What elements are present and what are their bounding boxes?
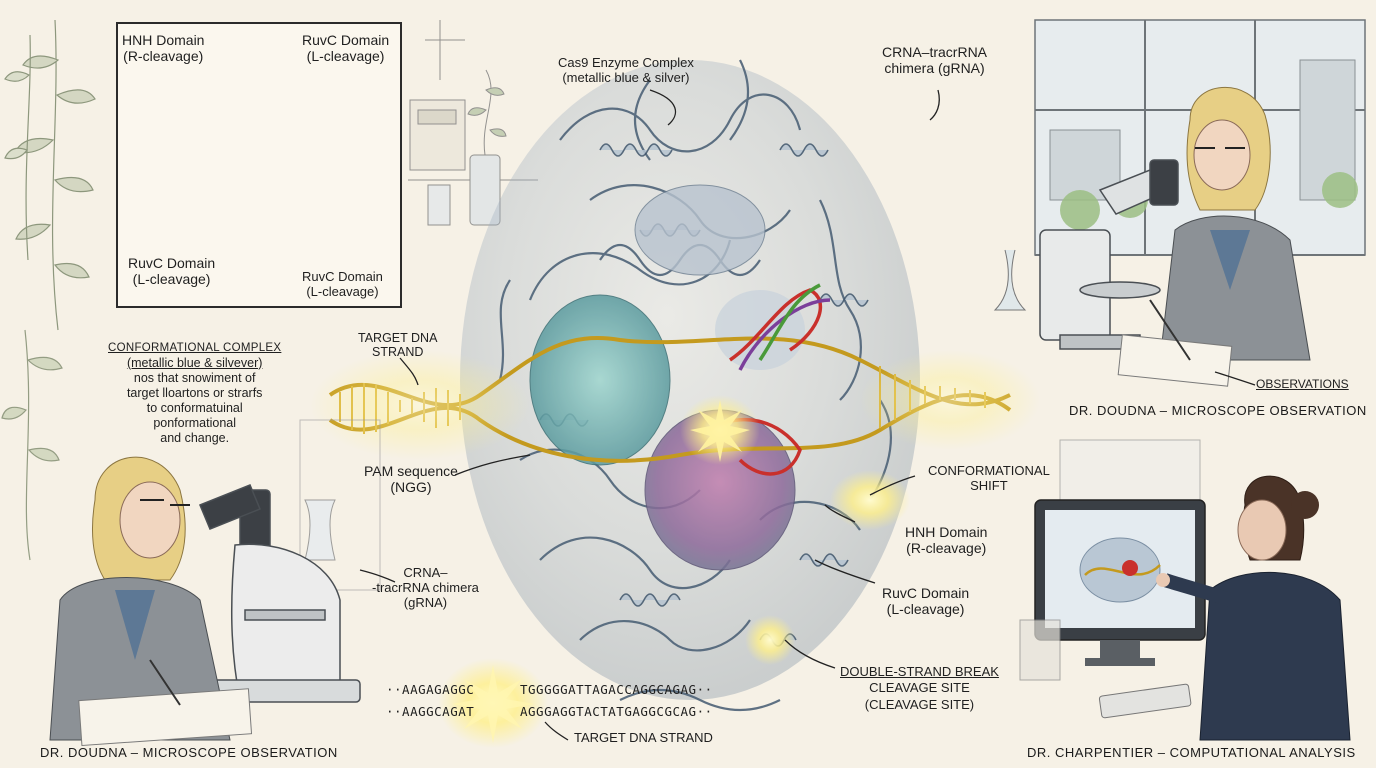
sequence-top-right: TGGGGGATTAGACCAGGCAGAG··	[520, 682, 713, 697]
domain-inset-box	[116, 22, 402, 308]
plant-sketch-left-top	[4, 19, 96, 331]
caption-bottom-right: DR. CHARPENTIER – COMPUTATIONAL ANALYSIS	[1027, 745, 1356, 760]
pam-sequence-label: PAM sequence(NGG)	[364, 463, 458, 496]
inset-ruvc-top-label: RuvC Domain(L-cleavage)	[302, 32, 390, 65]
crna-tracrrna-label-left: CRNA–-tracrRNA chimera(gRNA)	[372, 565, 479, 610]
cleavage-flash-bottom	[745, 615, 795, 665]
scene-top-right	[993, 19, 1366, 387]
sequence-top-left: ··AAGAGAGGC	[386, 682, 475, 697]
caption-bottom-left: DR. DOUDNA – MICROSCOPE OBSERVATION	[40, 745, 338, 760]
scene-bottom-left	[49, 419, 381, 747]
ruvc-domain-label-right: RuvC Domain(L-cleavage)	[882, 585, 970, 618]
lab-equipment-sketch-top	[408, 20, 538, 226]
sequence-bottom-right: AGGGAGGTACTATGAGGCGCAG··	[520, 704, 713, 719]
inset-ruvc-bottom-label: RuvC Domain(L-cleavage)	[302, 269, 383, 299]
target-dna-helix-main	[310, 336, 1040, 463]
caption-top-right: DR. DOUDNA – MICROSCOPE OBSERVATION	[1069, 403, 1367, 418]
cas9-protein	[460, 59, 920, 712]
cleavage-flash-sequence	[438, 658, 548, 748]
inset-hnh-label: HNH Domain(R-cleavage)	[122, 32, 205, 65]
cleavage-flash-center	[680, 395, 760, 465]
cleavage-flash-right	[830, 470, 910, 530]
cas9-complex-label: Cas9 Enzyme Complex(metallic blue & silv…	[558, 55, 694, 85]
sequence-bottom-left: ··AAGGCAGAT	[386, 704, 475, 719]
inset-ruvc-left-label: RuvC Domain(L-cleavage)	[128, 255, 216, 288]
hnh-domain-label-right: HNH Domain(R-cleavage)	[905, 524, 988, 557]
scene-bottom-right	[1019, 439, 1351, 741]
leader-lines	[359, 89, 1256, 741]
target-dna-strand-label-bottom: TARGET DNA STRAND	[574, 730, 713, 745]
observations-label: OBSERVATIONS	[1256, 377, 1349, 391]
plant-sketch-left-mid	[1, 329, 63, 561]
conformational-complex-note: CONFORMATIONAL COMPLEX (metallic blue & …	[108, 342, 282, 445]
